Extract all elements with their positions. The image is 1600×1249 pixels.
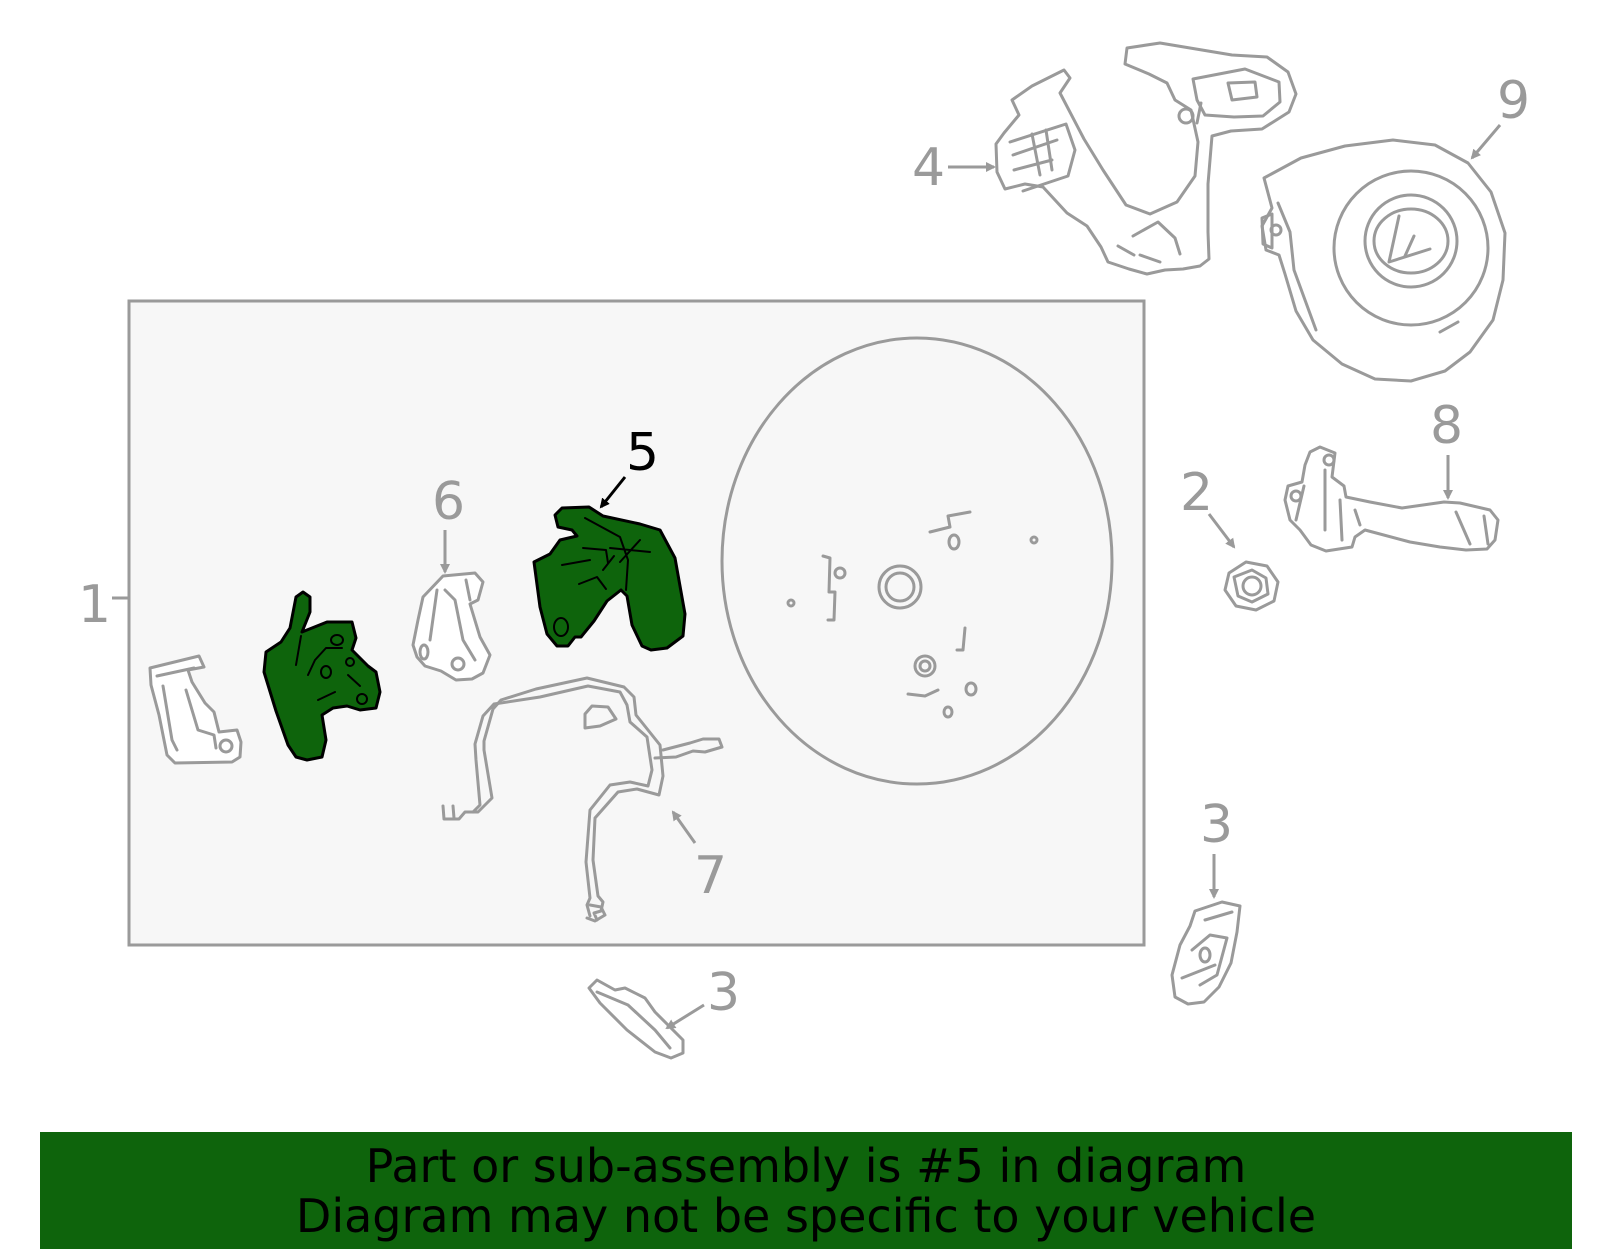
callout-5: 5: [626, 423, 659, 483]
part-4-switch-bezel: [994, 41, 1298, 276]
part-2-nut: [1223, 560, 1280, 612]
leader-lines: [112, 124, 1502, 1030]
callout-4: 4: [912, 138, 945, 198]
callout-7: 7: [694, 846, 727, 906]
part-3-cover-right: [1170, 900, 1242, 1006]
banner-line-part-number: Part or sub-assembly is #5 in diagram: [365, 1138, 1247, 1193]
leader-3-bottom: [665, 1003, 705, 1030]
part-7-wire-harness: [441, 676, 724, 923]
part-8-stalk-switch: [1283, 445, 1500, 553]
part-5-highlighted-left: [262, 590, 382, 762]
part-3-lower-cover-bottom: [587, 978, 685, 1060]
leader-5: [599, 476, 627, 509]
banner-line-disclaimer: Diagram may not be specific to your vehi…: [295, 1188, 1317, 1243]
callout-9: 9: [1497, 71, 1530, 131]
callout-2: 2: [1180, 463, 1213, 523]
leader-9: [1470, 124, 1502, 160]
callout-1: 1: [78, 575, 111, 635]
info-banner: Part or sub-assembly is #5 in diagram Di…: [40, 1132, 1572, 1249]
leader-7: [671, 810, 697, 844]
callout-6: 6: [432, 472, 465, 532]
leader-2: [1207, 513, 1236, 549]
part-6-bracket: [411, 571, 492, 682]
part-9-airbag: [1260, 138, 1507, 383]
switch-cover-left-part: [148, 654, 243, 765]
part-5-highlighted-right: [532, 505, 687, 652]
callout-3-right: 3: [1200, 795, 1233, 855]
callout-8: 8: [1430, 396, 1463, 456]
callout-3-bottom: 3: [707, 963, 740, 1023]
steering-wheel-part: [720, 336, 1114, 786]
